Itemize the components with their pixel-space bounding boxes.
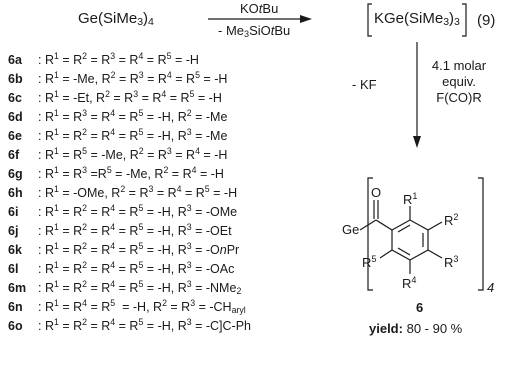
substituent-row-6c: 6c: R1 = -Et, R2 = R3 = R4 = R5 = -H [8, 89, 222, 105]
yield-value: 80 - 90 % [406, 321, 463, 336]
product-r2-label: R2 [444, 212, 459, 228]
reaction-arrow-vertical [413, 42, 421, 148]
substituent-row-6n: 6n: R1 = R4 = R5 = -H, R2 = R3 = -CHaryl [8, 298, 246, 315]
product-ge-atom: Ge [342, 222, 360, 237]
product-yield: yield: 80 - 90 % [369, 321, 462, 336]
product-structure [359, 177, 484, 291]
product-bracket-subscript: 4 [487, 280, 495, 295]
reagent-top: KOtBu [240, 1, 279, 16]
product-r4-label: R4 [402, 275, 417, 291]
reaction-arrow-horizontal [208, 15, 312, 23]
product-r3-label: R3 [444, 254, 459, 270]
substituent-row-6g: 6g: R1 = R3 =R5 = -Me, R2 = R4 = -H [8, 165, 224, 181]
substituent-row-6k: 6k: R1 = R2 = R4 = R5 = -H, R3 = -OnPr [8, 241, 240, 257]
product-r1-label: R1 [403, 191, 418, 207]
substituent-row-6o: 6o: R1 = R2 = R4 = R5 = -H, R3 = -C]C-Ph [8, 317, 252, 333]
reactant: Ge(SiMe3)4 [78, 10, 154, 28]
product-compound-number: 6 [416, 300, 424, 315]
product-r5-label: R5 [362, 254, 377, 270]
substituent-row-6m: 6m: R1 = R2 = R4 = R5 = -H, R3 = -NMe2 [8, 279, 242, 296]
substituent-row-6b: 6b: R1 = -Me, R2 = R3 = R4 = R5 = -H [8, 70, 228, 86]
product-oxygen-atom: O [371, 185, 382, 200]
step2-reagent-line-1: 4.1 molar [431, 58, 487, 73]
yield-label: yield: [369, 321, 403, 336]
step2-reagent-line-2: equiv. [442, 74, 476, 89]
substituent-row-6j: 6j: R1 = R2 = R4 = R5 = -H, R3 = -OEt [8, 222, 232, 238]
reagent-bottom: - Me3SiOtBu [218, 23, 291, 39]
equation-number: (9) [477, 12, 496, 29]
substituent-row-6h: 6h: R1 = -OMe, R2 = R3 = R4 = R5 = -H [8, 184, 238, 200]
substituent-row-6a: 6a: R1 = R2 = R3 = R4 = R5 = -H [8, 51, 199, 67]
substituent-row-6e: 6e: R1 = R2 = R4 = R5 = -H, R3 = -Me [8, 127, 228, 143]
substituent-row-6f: 6f: R1 = R5 = -Me, R2 = R3 = R4 = -H [8, 146, 228, 162]
substituent-row-6l: 6l: R1 = R2 = R4 = R5 = -H, R3 = -OAc [8, 260, 235, 276]
substituent-row-6i: 6i: R1 = R2 = R4 = R5 = -H, R3 = -OMe [8, 203, 238, 219]
step2-byproduct: - KF [352, 77, 377, 92]
substituent-row-6d: 6d: R1 = R3 = R4 = R5 = -H, R2 = -Me [8, 108, 228, 124]
intermediate: KGe(SiMe3)3 [374, 10, 460, 28]
step2-reagent-line-3: F(CO)R [436, 90, 482, 105]
intermediate-brackets [367, 3, 467, 37]
